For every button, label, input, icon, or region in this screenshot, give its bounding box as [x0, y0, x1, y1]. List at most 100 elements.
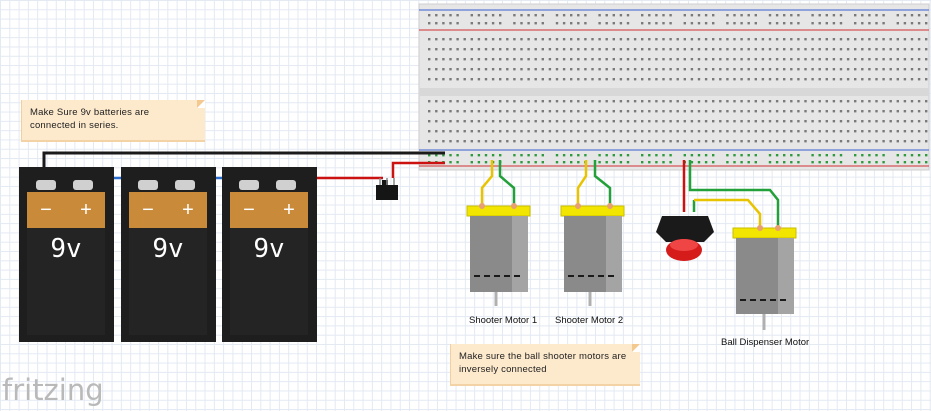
- breadboard-hole: [832, 22, 836, 25]
- breadboard-hole: [839, 110, 843, 113]
- breadboard-hole: [584, 154, 587, 157]
- breadboard-hole: [484, 22, 488, 25]
- breadboard-hole: [449, 48, 452, 51]
- breadboard-hole: [520, 100, 523, 103]
- breadboard-hole: [790, 68, 793, 71]
- breadboard-hole: [648, 68, 651, 71]
- breadboard-hole: [669, 140, 672, 143]
- breadboard-hole: [470, 130, 473, 133]
- breadboard-hole: [747, 48, 750, 51]
- breadboard-hole: [818, 58, 821, 61]
- breadboard-hole: [882, 161, 885, 164]
- ball-dispenser-motor-label: Ball Dispenser Motor: [721, 337, 810, 348]
- breadboard-hole: [712, 161, 715, 164]
- breadboard-hole: [889, 78, 892, 81]
- breadboard-hole: [825, 48, 828, 51]
- breadboard-hole: [548, 130, 552, 133]
- breadboard-hole: [683, 22, 686, 25]
- breadboard-hole: [839, 120, 843, 123]
- breadboard-hole: [641, 110, 644, 113]
- breadboard-hole: [520, 58, 523, 61]
- breadboard-hole: [839, 161, 843, 164]
- breadboard-hole: [861, 100, 864, 103]
- breadboard-hole: [726, 48, 729, 51]
- breadboard-hole: [690, 130, 694, 133]
- breadboard-hole: [761, 58, 765, 61]
- breadboard-hole: [896, 140, 899, 143]
- breadboard-hole: [697, 68, 701, 71]
- breadboard-hole: [839, 68, 843, 71]
- breadboard-hole: [733, 110, 736, 113]
- breadboard-hole: [555, 110, 559, 113]
- breadboard-hole: [577, 154, 580, 157]
- fritzing-logo: fritzing: [2, 373, 104, 407]
- breadboard-hole: [825, 68, 828, 71]
- breadboard-hole: [896, 130, 899, 133]
- breadboard-hole: [839, 48, 843, 51]
- breadboard-hole: [854, 58, 857, 61]
- breadboard-hole: [804, 140, 807, 143]
- breadboard-hole: [527, 140, 530, 143]
- wire-green-m1: [498, 160, 516, 206]
- breadboard-hole: [541, 38, 544, 41]
- battery-2-minus: −: [142, 199, 154, 221]
- breadboard-hole: [925, 110, 928, 113]
- breadboard-hole: [477, 110, 481, 113]
- breadboard-hole: [534, 58, 537, 61]
- wire-yellow-dispenser: [694, 198, 762, 226]
- breadboard-hole: [641, 22, 644, 25]
- breadboard-hole: [641, 14, 644, 17]
- breadboard-hole: [584, 68, 587, 71]
- breadboard-hole: [513, 140, 516, 143]
- breadboard-hole: [470, 140, 473, 143]
- breadboard-hole: [513, 161, 516, 164]
- breadboard-hole: [889, 58, 892, 61]
- breadboard-hole: [903, 38, 907, 41]
- breadboard-hole: [499, 100, 502, 103]
- breadboard-hole: [875, 38, 878, 41]
- breadboard: [418, 3, 930, 171]
- breadboard-hole: [598, 120, 601, 123]
- breadboard-hole: [570, 78, 573, 81]
- breadboard-hole: [513, 38, 516, 41]
- breadboard-hole: [825, 14, 828, 17]
- breadboard-hole: [868, 68, 871, 71]
- breadboard-hole: [562, 140, 566, 143]
- breadboard-hole: [704, 22, 708, 25]
- breadboard-hole: [470, 110, 473, 113]
- breadboard-hole: [768, 100, 772, 103]
- breadboard-hole: [456, 58, 459, 61]
- breadboard-hole: [854, 140, 857, 143]
- breadboard-hole: [896, 154, 899, 157]
- breadboard-hole: [470, 22, 473, 25]
- breadboard-hole: [825, 38, 828, 41]
- breadboard-hole: [797, 154, 800, 157]
- breadboard-hole: [633, 100, 637, 103]
- breadboard-hole: [882, 38, 885, 41]
- breadboard-hole: [690, 14, 694, 17]
- breadboard-hole: [804, 110, 807, 113]
- breadboard-hole: [719, 130, 722, 133]
- breadboard-hole: [768, 14, 772, 17]
- breadboard-hole: [626, 68, 630, 71]
- breadboard-hole: [768, 78, 772, 81]
- breadboard-hole: [527, 100, 530, 103]
- series-note-text: Make Sure 9v batteries are connected in …: [30, 107, 150, 131]
- breadboard-hole: [477, 154, 481, 157]
- breadboard-hole: [555, 154, 559, 157]
- breadboard-hole: [797, 130, 800, 133]
- breadboard-hole: [754, 161, 757, 164]
- breadboard-hole: [832, 161, 836, 164]
- breadboard-hole: [491, 68, 495, 71]
- breadboard-hole: [470, 68, 473, 71]
- breadboard-hole: [584, 58, 587, 61]
- breadboard-hole: [783, 100, 786, 103]
- breadboard-hole: [903, 154, 907, 157]
- breadboard-hole: [626, 110, 630, 113]
- breadboard-hole: [868, 22, 871, 25]
- breadboard-hole: [484, 78, 488, 81]
- wire-green-m2: [593, 160, 612, 206]
- breadboard-hole: [633, 130, 637, 133]
- breadboard-hole: [825, 154, 828, 157]
- breadboard-hole: [747, 120, 750, 123]
